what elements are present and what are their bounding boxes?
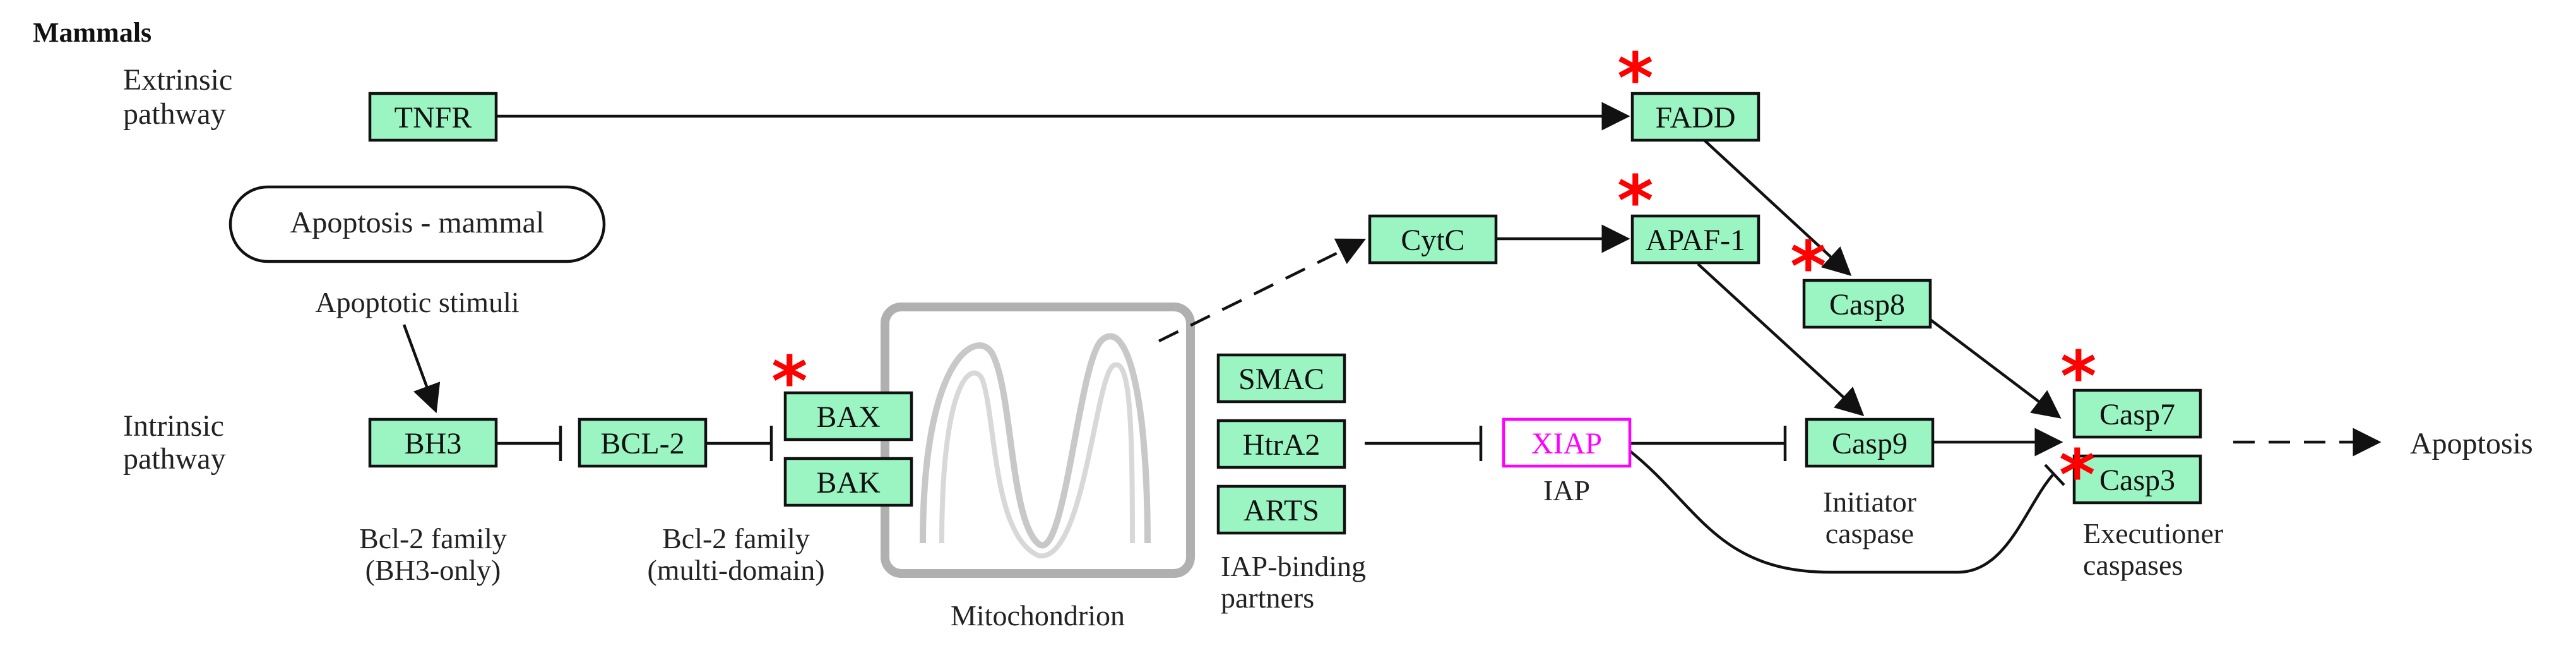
node-tnfr[interactable]: TNFR: [368, 92, 498, 142]
node-casp3-label: Casp3: [2099, 464, 2175, 497]
node-casp9-label: Casp9: [1832, 427, 1908, 460]
mitochondrion-shape: [881, 303, 1195, 578]
marker-star-casp3: *: [2059, 435, 2096, 515]
node-bak-label: BAK: [816, 466, 881, 500]
node-smac-label: SMAC: [1238, 363, 1324, 396]
executioner-label-line2: caspases: [2083, 549, 2183, 581]
node-bak[interactable]: BAK: [783, 457, 913, 507]
marker-star-casp7: *: [2060, 336, 2097, 417]
node-htra2-label: HtrA2: [1243, 428, 1321, 462]
bcl2-multi-label-line2: (multi-domain): [647, 554, 824, 586]
intrinsic-label-line2: pathway: [123, 442, 226, 476]
edge-apaf1-casp9: [1697, 263, 1865, 417]
node-casp3[interactable]: Casp3: [2072, 454, 2202, 505]
extrinsic-label-line1: Extrinsic: [123, 63, 232, 97]
edge-stimuli-bh3: [402, 324, 441, 414]
mitochondrion-label: Mitochondrion: [951, 599, 1125, 632]
map-link-apoptosis-mammal[interactable]: Apoptosis - mammal: [229, 185, 606, 263]
iap-binding-label-line1: IAP-binding: [1221, 550, 1366, 582]
node-xiap[interactable]: XIAP: [1502, 417, 1632, 468]
node-bax[interactable]: BAX: [783, 391, 913, 441]
edge-casp8-casp7: [1929, 318, 2062, 419]
iap-label: IAP: [1543, 474, 1590, 507]
intrinsic-label-line1: Intrinsic: [123, 409, 224, 443]
marker-star-bax: *: [771, 341, 808, 422]
inhibit-xiap-casp3: [1629, 450, 2065, 574]
initiator-label-line2: caspase: [1825, 517, 1914, 549]
bcl2-bh3-label-line2: (BH3-only): [365, 554, 501, 586]
inhibit-xiap-casp9: [1630, 426, 1787, 461]
node-fadd-label: FADD: [1655, 101, 1735, 135]
node-apaf1-label: APAF-1: [1646, 224, 1745, 257]
node-cytc-label: CytC: [1401, 224, 1464, 257]
node-fadd[interactable]: FADD: [1630, 92, 1760, 142]
node-cytc[interactable]: CytC: [1368, 214, 1498, 265]
node-bax-label: BAX: [816, 400, 880, 434]
node-casp7[interactable]: Casp7: [2072, 388, 2202, 439]
node-casp7-label: Casp7: [2099, 398, 2175, 431]
bcl2-bh3-label-line1: Bcl-2 family: [359, 522, 507, 555]
edge-fadd-casp8: [1703, 139, 1852, 277]
node-bcl2-label: BCL-2: [600, 427, 684, 460]
map-link-label: Apoptosis - mammal: [290, 206, 545, 239]
node-smac[interactable]: SMAC: [1216, 353, 1346, 404]
inhibit-bcl2-bax: [706, 426, 773, 461]
node-apaf1[interactable]: APAF-1: [1630, 214, 1760, 265]
iap-binding-label-line2: partners: [1221, 582, 1314, 614]
inhibit-iapbinding-xiap: [1365, 426, 1483, 461]
node-htra2[interactable]: HtrA2: [1216, 419, 1346, 469]
marker-star-casp8: *: [1790, 226, 1827, 307]
node-xiap-label: XIAP: [1531, 427, 1602, 460]
node-arts-label: ARTS: [1243, 494, 1319, 527]
initiator-label-line1: Initiator: [1823, 486, 1916, 518]
bcl2-multi-label-line1: Bcl-2 family: [662, 522, 810, 555]
marker-star-apaf1: *: [1617, 160, 1654, 241]
apoptosis-label: Apoptosis: [2410, 427, 2533, 460]
node-arts[interactable]: ARTS: [1216, 484, 1346, 535]
executioner-label-line1: Executioner: [2083, 517, 2223, 549]
node-bh3-label: BH3: [405, 427, 462, 460]
edge-mito-cytc: [1158, 238, 1367, 343]
node-casp8[interactable]: Casp8: [1802, 279, 1932, 329]
inhibit-bh3-bcl2: [496, 426, 562, 461]
node-tnfr-label: TNFR: [395, 101, 472, 135]
node-casp9[interactable]: Casp9: [1805, 417, 1935, 468]
extrinsic-label-line2: pathway: [123, 97, 226, 131]
node-bh3[interactable]: BH3: [368, 417, 498, 468]
marker-star-fadd: *: [1617, 38, 1654, 119]
apoptotic-stimuli-label: Apoptotic stimuli: [315, 286, 519, 318]
node-casp8-label: Casp8: [1829, 288, 1905, 321]
diagram-title: Mammals: [33, 17, 151, 48]
node-bcl2[interactable]: BCL-2: [578, 417, 708, 468]
